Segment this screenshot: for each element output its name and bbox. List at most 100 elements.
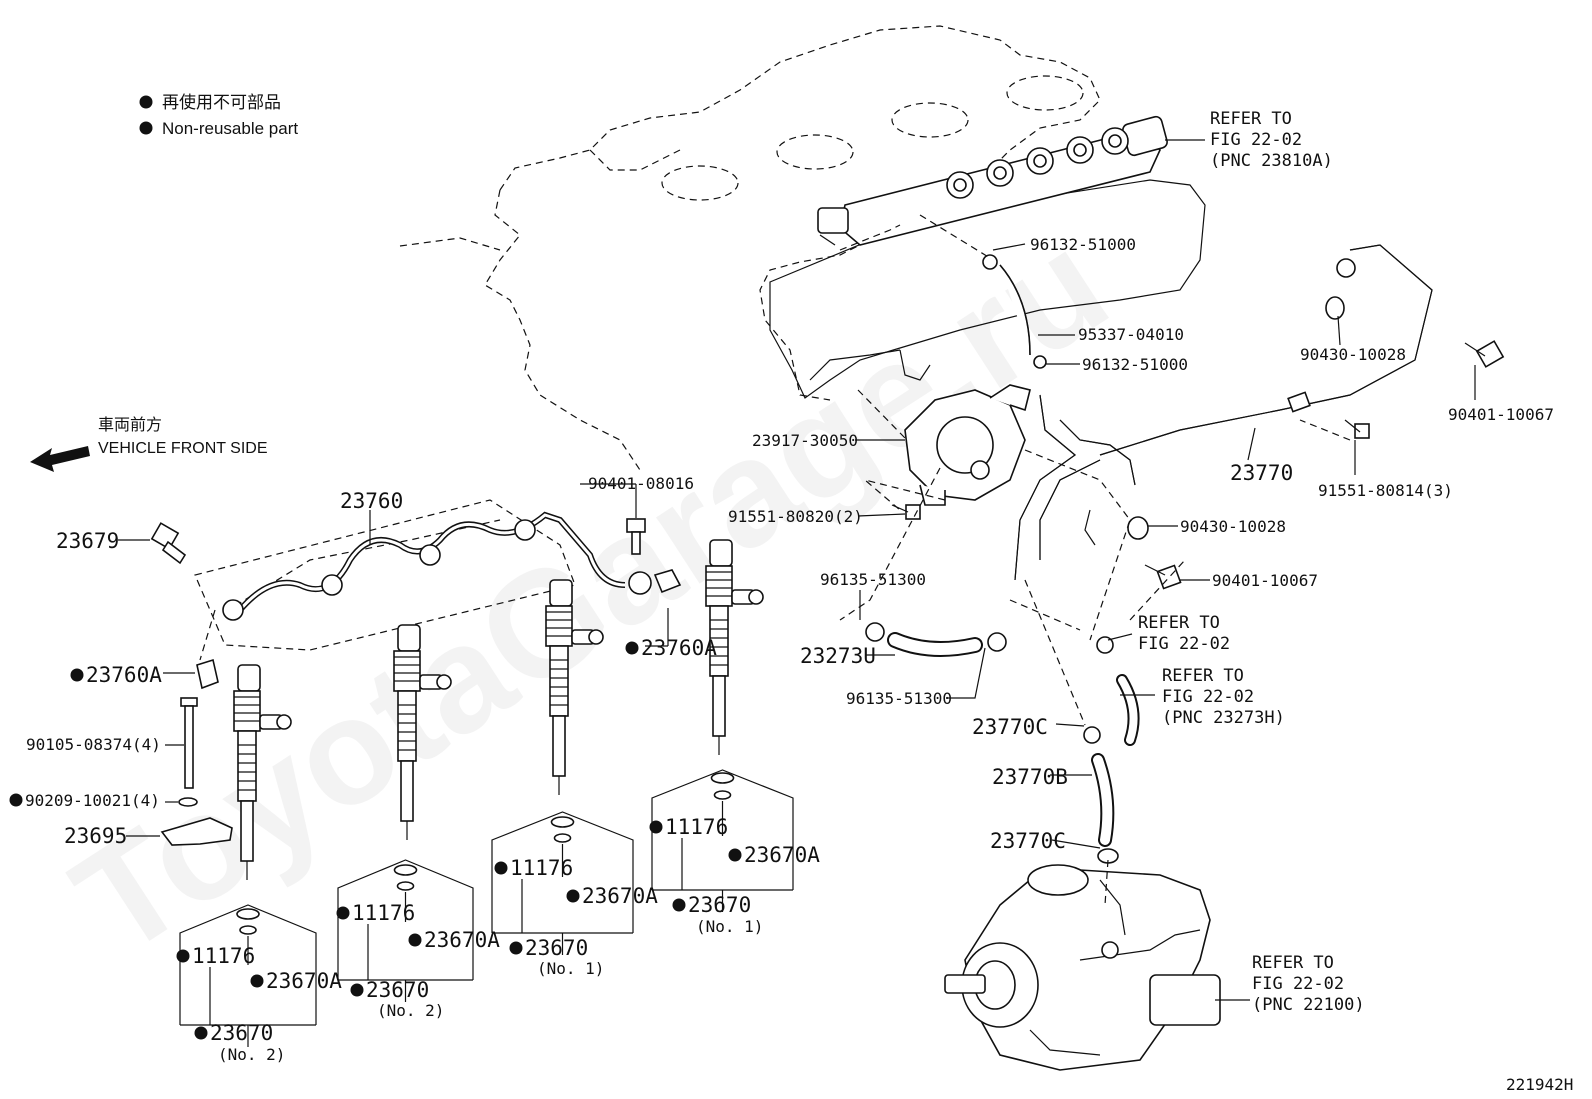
label-90430-10028-upper: 90430-10028: [1300, 345, 1406, 364]
supply-pump-part: [944, 864, 1221, 1071]
clip-96135-a: [865, 622, 885, 642]
o-ring-icon: [710, 772, 735, 784]
refer-pump-line2: FIG 22-02: [1252, 974, 1344, 994]
nonreusable-bullet-icon: [672, 898, 686, 912]
label-23670A: 23670A: [424, 928, 500, 952]
label-90430-10028-lower: 90430-10028: [1180, 517, 1286, 536]
seal-washer-icon: [239, 925, 257, 935]
legend-bullet-icon: [139, 121, 153, 135]
refer-pipe-line3: (PNC 23273H): [1162, 708, 1285, 728]
nonreusable-bullet-icon: [176, 949, 190, 963]
nonreusable-bullet-icon: [509, 941, 523, 955]
nonreusable-bullet-icon: [350, 983, 364, 997]
bolt-90401-upper: [1464, 340, 1505, 368]
label-cylinder-no: (No. 1): [537, 959, 604, 978]
o-ring-icon: [393, 864, 418, 876]
label-23670: 23670: [525, 936, 588, 960]
bolt-91551-80814: [1344, 419, 1370, 439]
refer-rail-line1: REFER TO: [1210, 109, 1292, 129]
refer-pipe-line2: FIG 22-02: [1162, 687, 1254, 707]
front-text-en: VEHICLE FRONT SIDE: [98, 440, 268, 457]
legend: 再使用不可部品 Non-reusable part: [139, 92, 298, 138]
refer-hose-line2: FIG 22-02: [1138, 634, 1230, 654]
washer-90209: [178, 797, 198, 807]
label-96135-51300-upper: 96135-51300: [820, 570, 926, 589]
label-91551-80820: 91551-80820(2): [728, 507, 863, 526]
refer-rail-block: REFER TO FIG 22-02 (PNC 23810A): [1210, 109, 1333, 171]
label-23770C-upper: 23770C: [972, 715, 1048, 739]
front-text-jp: 車両前方: [98, 416, 162, 434]
label-23670A: 23670A: [582, 884, 658, 908]
injector-inj2: 11176 23670A 23670(No. 1): [491, 579, 658, 978]
nonreusable-bullet-icon: [194, 1026, 208, 1040]
nonreusable-bullet-icon: [566, 889, 580, 903]
refer-rail-line2: FIG 22-02: [1210, 130, 1302, 150]
label-23670: 23670: [366, 978, 429, 1002]
label-90401-08016: 90401-08016: [588, 474, 694, 493]
assembly-dashed-lines: [839, 214, 1351, 906]
injector-nozzle: [240, 800, 254, 862]
injector-body-upper: [233, 690, 261, 732]
part-labels: 96132-51000 95337-04010 96132-51000 9043…: [9, 235, 1554, 853]
nonreusable-bullet-icon: [649, 820, 663, 834]
refer-pipe-line1: REFER TO: [1162, 666, 1244, 686]
seal-washer-icon: [553, 833, 572, 843]
label-23670: 23670: [688, 893, 751, 917]
label-23670: 23670: [210, 1021, 273, 1045]
vehicle-front-indicator: 車両前方 VEHICLE FRONT SIDE: [30, 416, 268, 472]
injector-kit-bracket: [491, 811, 634, 933]
injector-body-upper: [545, 605, 573, 647]
label-cylinder-no: (No. 2): [377, 1001, 444, 1020]
engine-head-outline: [399, 25, 1101, 471]
clip-96132-lower: [1033, 355, 1047, 369]
label-90209-10021: 90209-10021(4): [25, 791, 160, 810]
label-95337-04010: 95337-04010: [1078, 325, 1184, 344]
bolt-91551-80820: [891, 504, 921, 520]
union-bolt-23679: [150, 522, 187, 565]
bolt-90105: [180, 697, 198, 789]
injector-nozzle: [400, 760, 414, 822]
seal-washer-icon: [396, 881, 415, 891]
label-23770: 23770: [1230, 461, 1293, 485]
nonreusable-bullet-icon: [336, 906, 350, 920]
label-23770C-lower: 23770C: [990, 829, 1066, 853]
legend-bullet-icon: [139, 95, 153, 109]
injector-body-upper: [393, 650, 421, 692]
pipe-23770-leader: [1247, 427, 1256, 461]
label-11176: 11176: [192, 944, 255, 968]
label-23695: 23695: [64, 824, 127, 848]
gasket-90430-upper: [1325, 296, 1345, 320]
label-23760A-left: 23760A: [86, 663, 162, 687]
clip-refer-hose: [1096, 636, 1114, 654]
label-91551-80814: 91551-80814(3): [1318, 481, 1453, 500]
label-leaders: [855, 243, 1476, 849]
legend-text-jp: 再使用不可部品: [162, 92, 281, 112]
bolt-90401-08016: [626, 518, 646, 555]
common-rail-part: [817, 115, 1168, 246]
clamp-23760A-left: [196, 658, 219, 690]
refer-hose-block: REFER TO FIG 22-02: [1138, 613, 1230, 654]
nonreusable-bullet-icon: [9, 793, 23, 807]
injector-nozzle: [552, 715, 566, 777]
clip-96132-upper: [982, 254, 998, 270]
legend-text-en: Non-reusable part: [162, 119, 298, 138]
injector-head: [397, 624, 421, 652]
injector-kit-bracket: [179, 904, 317, 1025]
label-23670A: 23670A: [744, 843, 820, 867]
o-ring-icon: [550, 816, 575, 828]
label-96135-51300-lower: 96135-51300: [846, 689, 952, 708]
refer-hose-line1: REFER TO: [1138, 613, 1220, 633]
injector-head: [237, 664, 261, 692]
label-23679: 23679: [56, 529, 119, 553]
label-96132-51000-lower: 96132-51000: [1082, 355, 1188, 374]
label-23273U: 23273U: [800, 644, 876, 668]
label-90401-10067-lower: 90401-10067: [1212, 571, 1318, 590]
label-11176: 11176: [510, 856, 573, 880]
label-90105-08374: 90105-08374(4): [26, 735, 161, 754]
o-ring-icon: [236, 908, 260, 920]
